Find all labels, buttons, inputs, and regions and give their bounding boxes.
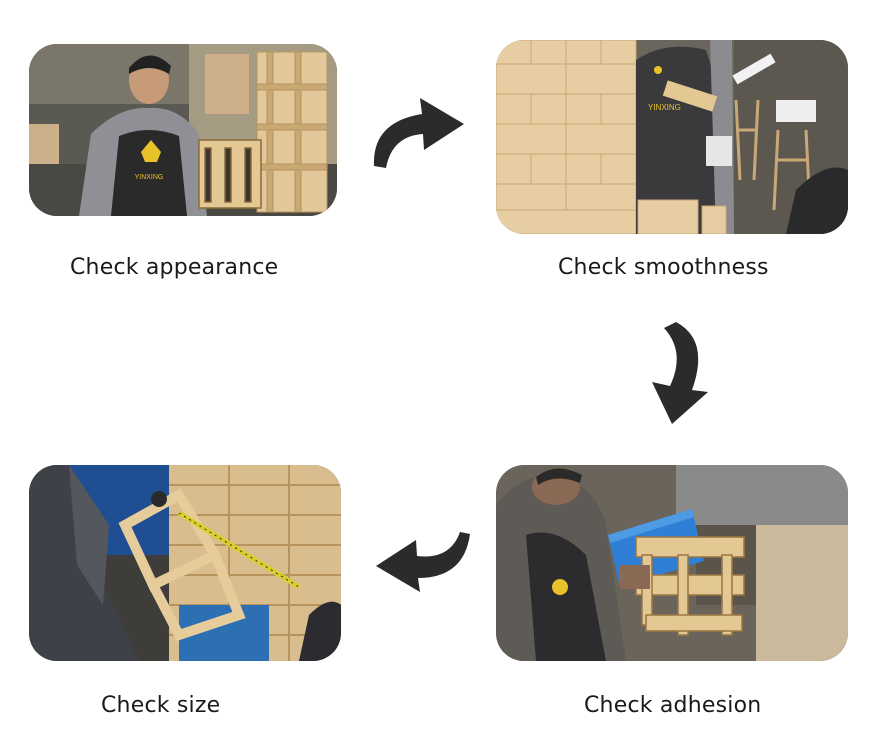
apron-brand-2: YINXING	[648, 103, 681, 112]
caption-check-appearance: Check appearance	[70, 255, 279, 280]
curved-arrow-down-icon	[648, 320, 712, 426]
photo-check-smoothness: YINXING	[496, 40, 848, 234]
caption-check-adhesion: Check adhesion	[584, 693, 762, 718]
photo-check-size	[29, 465, 341, 661]
photo-check-appearance: YINXING	[29, 44, 337, 216]
curved-arrow-right-icon	[366, 92, 468, 170]
curved-arrow-left-icon	[372, 530, 474, 592]
caption-check-size: Check size	[101, 693, 221, 718]
apron-brand: YINXING	[135, 174, 164, 181]
caption-check-smoothness: Check smoothness	[558, 255, 769, 280]
photo-check-adhesion	[496, 465, 848, 661]
